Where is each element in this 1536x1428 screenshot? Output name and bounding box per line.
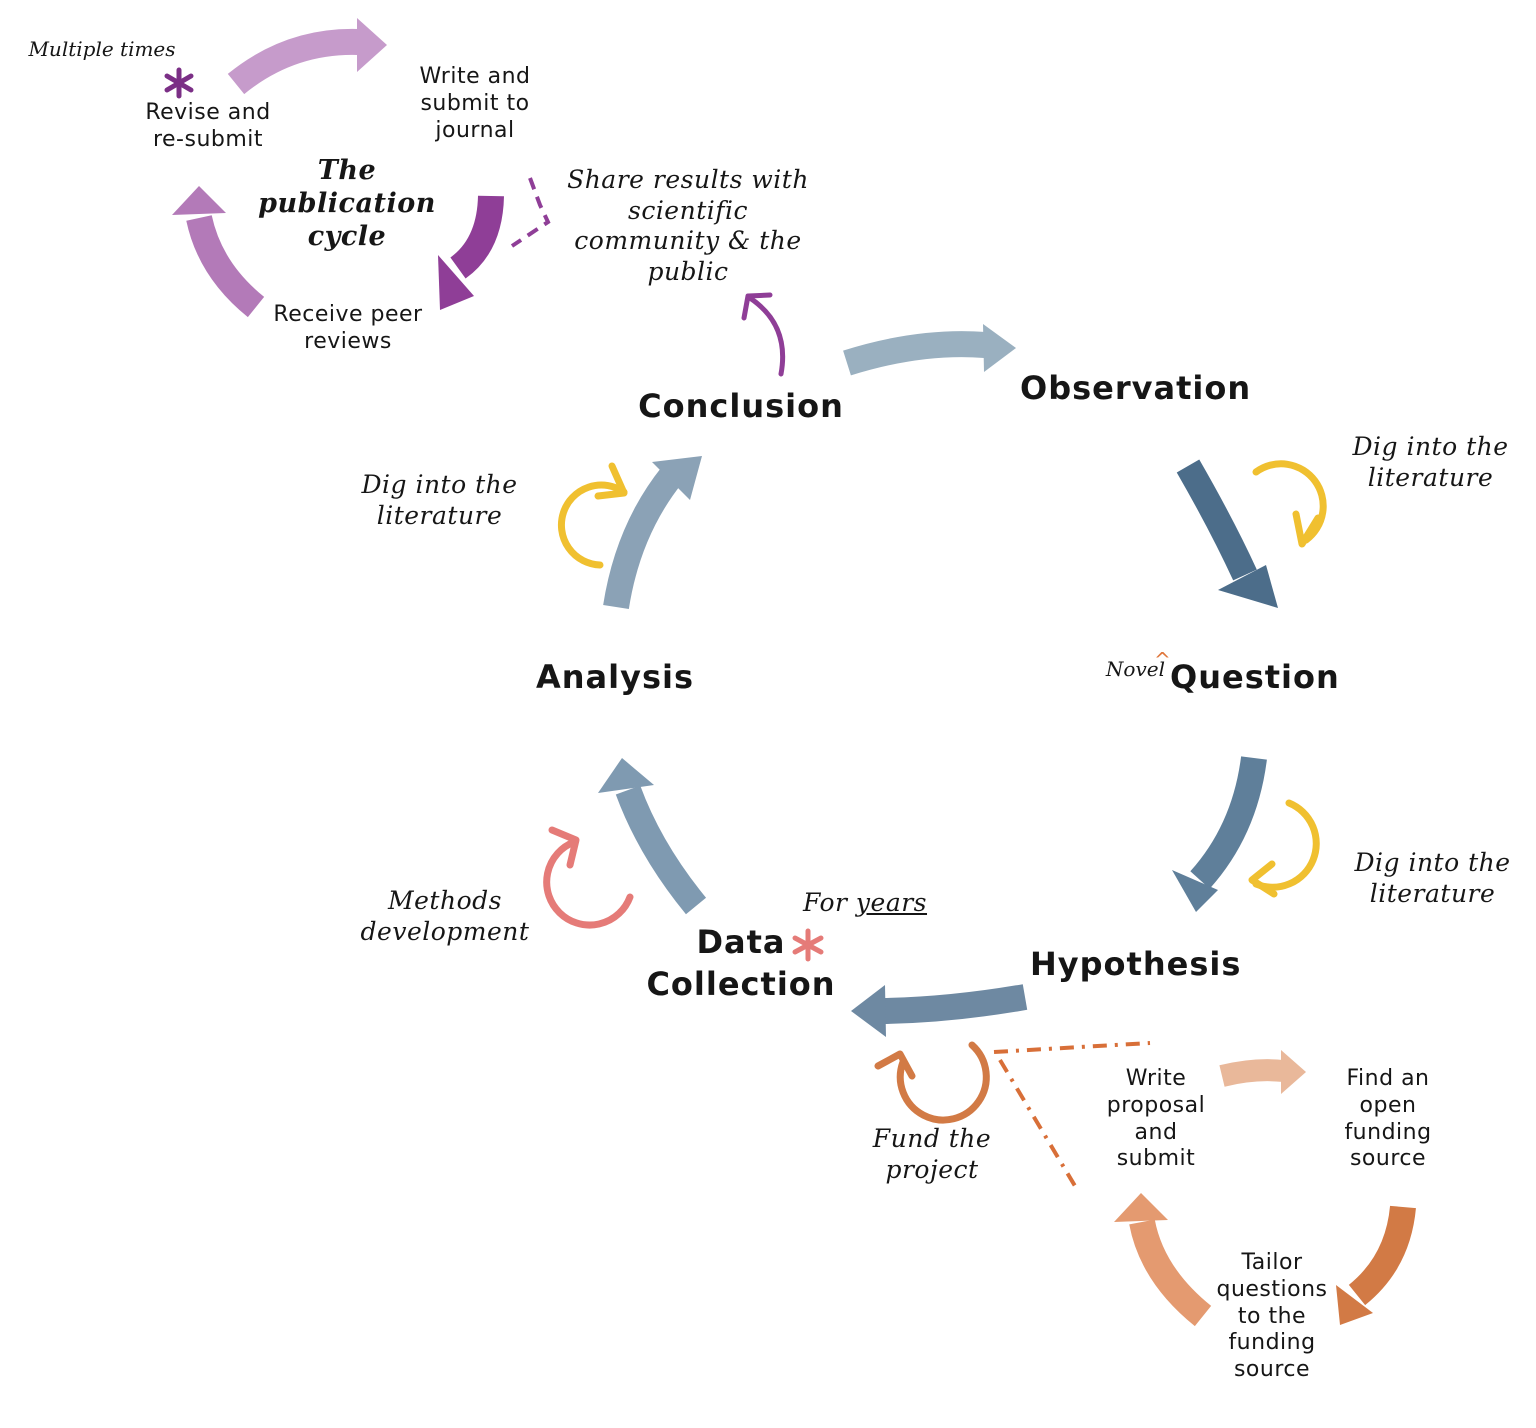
arrow-revise-to-write <box>227 18 387 95</box>
for-years-prefix: For <box>802 888 856 917</box>
arrow-data-collection-to-analysis <box>598 758 707 915</box>
fund-project-note: Fund the project <box>872 1124 992 1184</box>
revise-resubmit-label: Revise and re-submit <box>145 100 271 152</box>
insert-caret-icon: ^ <box>1154 648 1171 672</box>
arrow-write-to-reviews <box>438 195 504 310</box>
arrow-tailor-to-write <box>1114 1193 1212 1327</box>
write-submit-journal-label: Write and submit to journal <box>419 64 531 143</box>
fund-project-loop <box>874 1041 990 1124</box>
methods-development-note: Methods development <box>360 886 530 946</box>
write-proposal-label: Write proposal and submit <box>1106 1066 1206 1172</box>
multiple-times-note: Multiple times <box>28 37 176 61</box>
literature-note-conclusion: Dig into the literature <box>361 470 518 530</box>
hypothesis-label: Hypothesis <box>1030 945 1242 983</box>
arrow-find-to-tailor <box>1336 1205 1416 1325</box>
for-years-note: For years <box>790 888 940 919</box>
arrow-analysis-to-conclusion <box>603 456 702 610</box>
arrow-reviews-to-revise <box>172 186 265 318</box>
years-asterisk-icon <box>792 928 824 962</box>
literature-note-question: Dig into the literature <box>1354 848 1511 908</box>
novel-label: Novel <box>1105 657 1165 681</box>
arrow-write-to-find <box>1219 1050 1306 1094</box>
find-funding-source-label: Find an open funding source <box>1344 1066 1432 1172</box>
multiple-times-asterisk-icon <box>164 67 194 99</box>
arrow-conclusion-to-share <box>741 292 786 377</box>
tailor-questions-label: Tailor questions to the funding source <box>1216 1250 1328 1383</box>
question-label: Question <box>1170 658 1340 696</box>
funding-dashed-connectors <box>993 1041 1151 1188</box>
methods-loop <box>543 826 634 929</box>
share-dashed-connector <box>510 177 551 248</box>
observation-label: Observation <box>1020 369 1252 407</box>
publication-cycle-title: The publication cycle <box>258 155 436 252</box>
arrow-conclusion-to-observation <box>843 324 1016 376</box>
arrow-observation-to-question <box>1176 459 1278 608</box>
analysis-label: Analysis <box>535 658 695 696</box>
literature-loop-conclusion <box>557 462 628 569</box>
receive-peer-reviews-label: Receive peer reviews <box>273 302 423 354</box>
share-results-note: Share results with scientific community … <box>567 165 809 286</box>
literature-note-observation: Dig into the literature <box>1352 432 1509 492</box>
literature-loop-observation <box>1252 460 1327 548</box>
arrow-hypothesis-to-data-collection <box>851 984 1028 1037</box>
arrow-question-to-hypothesis <box>1172 756 1267 912</box>
conclusion-label: Conclusion <box>638 387 844 425</box>
for-years-emphasis: years <box>855 888 928 917</box>
literature-loop-question <box>1248 799 1320 898</box>
data-collection-label: Data Collection <box>646 923 836 1003</box>
